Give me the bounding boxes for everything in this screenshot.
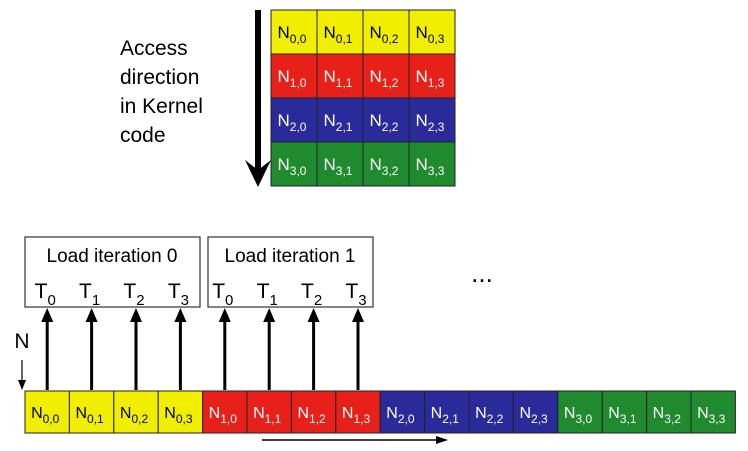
ellipsis: ... bbox=[471, 258, 493, 288]
matrix-cell bbox=[408, 9, 456, 55]
memory-cell bbox=[335, 390, 381, 434]
memory-cell-label: N1,3 bbox=[342, 405, 371, 426]
matrix-cell bbox=[270, 53, 318, 99]
matrix-cell bbox=[270, 141, 318, 187]
thread-label: T2 bbox=[123, 280, 144, 309]
thread-arrow bbox=[352, 308, 364, 390]
memory-cell bbox=[557, 390, 603, 434]
matrix-cell-label: N0,0 bbox=[278, 23, 307, 46]
matrix-cell-label: N1,0 bbox=[278, 67, 307, 90]
thread-label: T3 bbox=[345, 280, 366, 309]
memory-direction-arrow bbox=[262, 436, 448, 444]
matrix-cell-label: N2,2 bbox=[370, 111, 399, 134]
memory-cell-label: N0,0 bbox=[31, 405, 60, 426]
matrix-cell bbox=[362, 9, 410, 55]
matrix-cell bbox=[362, 97, 410, 143]
access-direction-label: Access direction in Kernel code bbox=[120, 37, 209, 147]
thread-label: T1 bbox=[257, 280, 278, 309]
memory-cell-label: N1,2 bbox=[297, 405, 326, 426]
matrix-cell-label: N3,0 bbox=[278, 155, 307, 178]
matrix-grid: N0,0 N0,1 N0,2 N0,3N1,0 N1,1 N1,2 N1,3N2,0 N2,1… bbox=[270, 9, 456, 187]
memory-cell-label: N3,0 bbox=[564, 405, 593, 426]
load-iteration-1-label: Load iteration 1 bbox=[225, 246, 356, 267]
memory-label: N bbox=[14, 330, 29, 353]
matrix-cell-label: N1,1 bbox=[324, 67, 353, 90]
memory-cell bbox=[601, 390, 648, 434]
matrix-cell bbox=[408, 97, 456, 143]
memory-cell bbox=[290, 390, 337, 434]
matrix-cell bbox=[316, 53, 364, 99]
memory-cell-label: N0,2 bbox=[120, 405, 149, 426]
thread-arrows bbox=[41, 308, 364, 390]
thread-arrow bbox=[174, 308, 187, 390]
matrix-cell bbox=[270, 97, 318, 143]
memory-cell-label: N0,1 bbox=[75, 405, 104, 426]
matrix-cell bbox=[408, 141, 456, 187]
matrix-cell bbox=[408, 53, 456, 99]
thread-arrow bbox=[85, 308, 98, 390]
memory-cell bbox=[468, 390, 514, 434]
thread-arrow bbox=[307, 308, 320, 390]
thread-label: T2 bbox=[301, 280, 322, 309]
memory-cell bbox=[424, 390, 470, 434]
thread-label: T1 bbox=[79, 280, 100, 309]
memory-label-arrow bbox=[18, 360, 26, 390]
matrix-cell-label: N2,1 bbox=[324, 111, 353, 134]
memory-cell bbox=[512, 390, 559, 434]
memory-cell bbox=[68, 390, 115, 434]
matrix-cell-label: N1,3 bbox=[416, 67, 445, 90]
matrix-cell-label: N1,2 bbox=[370, 67, 399, 90]
memory-cell-label: N2,2 bbox=[475, 405, 504, 426]
memory-cell-label: N0,3 bbox=[164, 405, 193, 426]
thread-label: T0 bbox=[212, 280, 233, 309]
access-direction-arrow bbox=[245, 10, 271, 187]
thread-label: T3 bbox=[168, 280, 189, 309]
matrix-cell-label: N0,1 bbox=[324, 23, 353, 46]
memory-cell-label: N3,1 bbox=[608, 405, 637, 426]
memory-cell bbox=[113, 390, 159, 434]
matrix-cell-label: N0,3 bbox=[416, 23, 445, 46]
matrix-cell-label: N3,1 bbox=[324, 155, 353, 178]
memory-cell bbox=[202, 390, 248, 434]
load-iteration-0-label: Load iteration 0 bbox=[47, 246, 178, 267]
matrix-cell-label: N3,3 bbox=[416, 155, 445, 178]
thread-arrow bbox=[130, 308, 142, 390]
load-iteration-0-box: Load iteration 0 bbox=[24, 236, 201, 308]
memory-cell-label: N1,1 bbox=[253, 405, 282, 426]
thread-label: T0 bbox=[35, 280, 56, 309]
memory-cell-label: N2,3 bbox=[519, 405, 548, 426]
memory-cell bbox=[157, 390, 204, 434]
memory-strip: N0,0 N0,1 N0,2 N0,3 N1,0 N1,1 N1,2 N1,3 N2,0 N2,1… bbox=[24, 390, 736, 434]
memory-cell-label: N3,2 bbox=[653, 405, 682, 426]
load-iteration-1-box: Load iteration 1 bbox=[207, 236, 374, 308]
memory-cell bbox=[646, 390, 692, 434]
matrix-cell-label: N3,2 bbox=[370, 155, 399, 178]
matrix-cell-label: N2,0 bbox=[278, 111, 307, 134]
matrix-cell bbox=[316, 141, 364, 187]
thread-labels: T0 T1 T2 T3 T0 T1 T2 T3 bbox=[35, 280, 367, 309]
thread-arrow bbox=[263, 308, 276, 390]
memory-cell-label: N2,0 bbox=[386, 405, 415, 426]
memory-cell-label: N3,3 bbox=[697, 405, 726, 426]
memory-cell-label: N2,1 bbox=[431, 405, 460, 426]
memory-cell bbox=[690, 390, 736, 434]
matrix-cell-label: N2,3 bbox=[416, 111, 445, 134]
thread-arrow bbox=[41, 308, 54, 390]
matrix-cell-label: N0,2 bbox=[370, 23, 399, 46]
memory-cell bbox=[24, 390, 70, 434]
memory-cell-label: N1,0 bbox=[209, 405, 238, 426]
thread-arrow bbox=[218, 308, 231, 390]
matrix-cell bbox=[316, 97, 364, 143]
